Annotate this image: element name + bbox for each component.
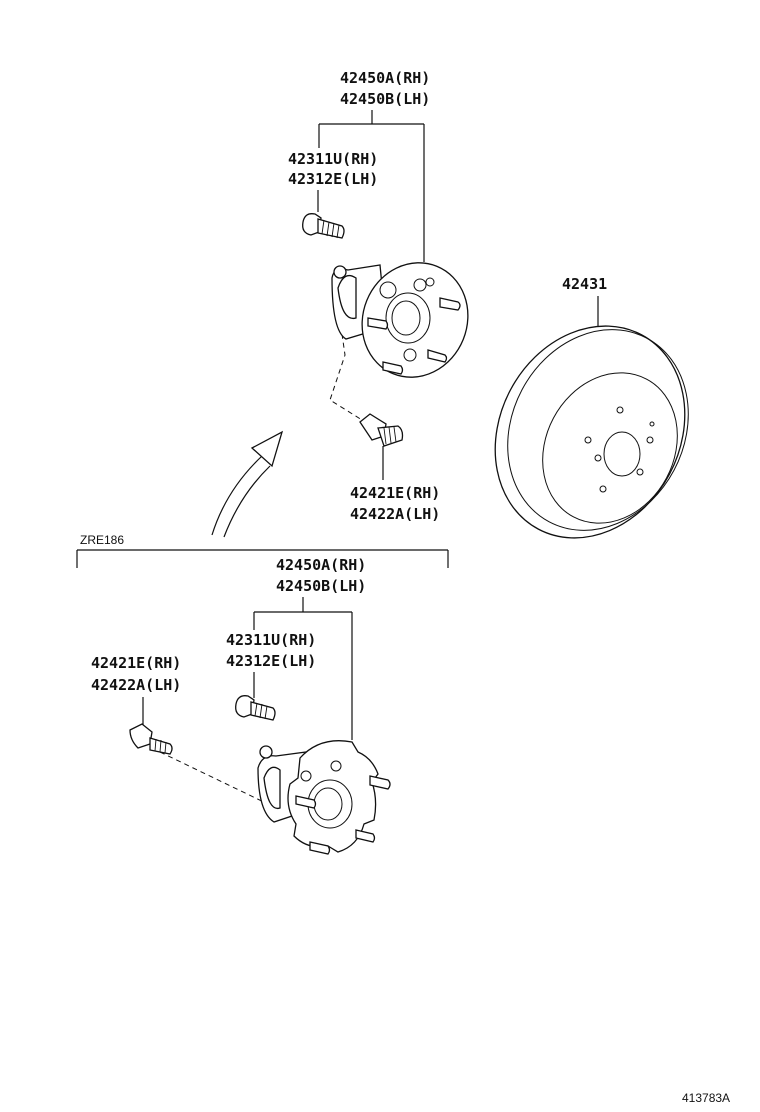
top-assembly-lh-label: 42450B(LH) — [340, 90, 430, 108]
model-code-label: ZRE186 — [80, 533, 124, 547]
bottom-group-bracket — [76, 549, 449, 568]
bottom-stud-lh-label: 42312E(LH) — [226, 652, 316, 670]
bottom-bolt-lh-label: 42422A(LH) — [91, 676, 181, 694]
bottom-assembly-lh-label: 42450B(LH) — [276, 577, 366, 595]
bottom-assembly-rh-label: 42450A(RH) — [276, 556, 366, 574]
bottom-leader-lines — [142, 597, 353, 806]
top-bolt-rh-label: 42421E(RH) — [350, 484, 440, 502]
top-hub-bolt — [359, 413, 404, 447]
bottom-bolt-rh-label: 42421E(RH) — [91, 654, 181, 672]
connection-arrow — [211, 430, 284, 538]
top-wheel-stud — [302, 213, 345, 239]
bottom-hub-assembly — [257, 740, 391, 855]
top-stud-rh-label: 42311U(RH) — [288, 150, 378, 168]
bottom-stud-rh-label: 42311U(RH) — [226, 631, 316, 649]
top-assembly-rh-label: 42450A(RH) — [340, 69, 430, 87]
rotor-label: 42431 — [562, 275, 607, 293]
diagram-id: 413783A — [682, 1091, 730, 1105]
top-hub-assembly — [331, 262, 469, 378]
brake-rotor — [494, 325, 689, 539]
top-bolt-lh-label: 42422A(LH) — [350, 505, 440, 523]
bottom-wheel-stud — [235, 695, 276, 721]
bottom-hub-bolt — [129, 723, 173, 755]
top-stud-lh-label: 42312E(LH) — [288, 170, 378, 188]
